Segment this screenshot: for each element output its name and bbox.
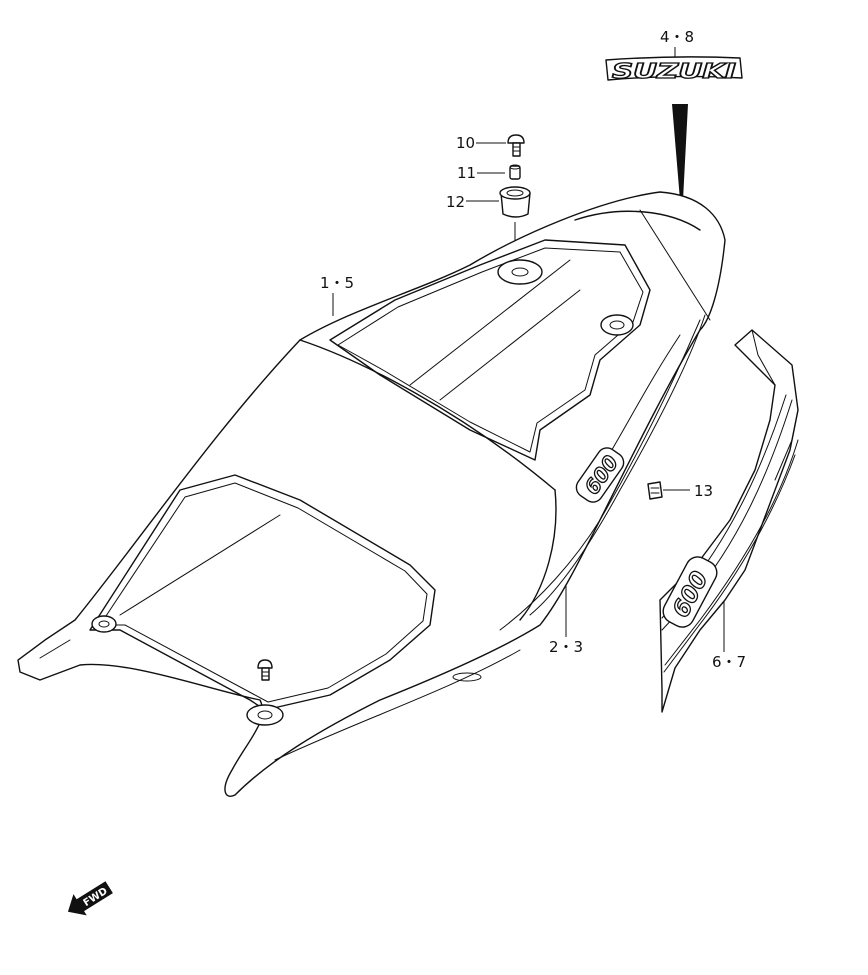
- grommet-12-icon: [499, 186, 531, 266]
- suzuki-emblem: SUZUKI: [605, 56, 743, 84]
- callout-10: 10: [456, 134, 475, 152]
- seat-tail-cowl: [17, 191, 726, 797]
- callout-6-7: 6・7: [712, 653, 746, 671]
- emblem-pointer: [672, 104, 688, 200]
- clip-13-icon: [647, 481, 663, 500]
- collar-11-icon: [509, 164, 521, 180]
- fwd-arrow-icon: FWD: [67, 881, 113, 916]
- screw-9-icon: [257, 659, 273, 681]
- callout-11: 11: [457, 164, 476, 182]
- callout-12: 12: [446, 193, 465, 211]
- callout-13: 13: [694, 482, 713, 500]
- callout-2-3: 2・3: [549, 638, 583, 656]
- screw-10-icon: [507, 134, 525, 157]
- callout-4-8: 4・8: [660, 28, 694, 46]
- suzuki-emblem-text: SUZUKI: [612, 59, 737, 83]
- callout-1-5: 1・5: [320, 274, 354, 292]
